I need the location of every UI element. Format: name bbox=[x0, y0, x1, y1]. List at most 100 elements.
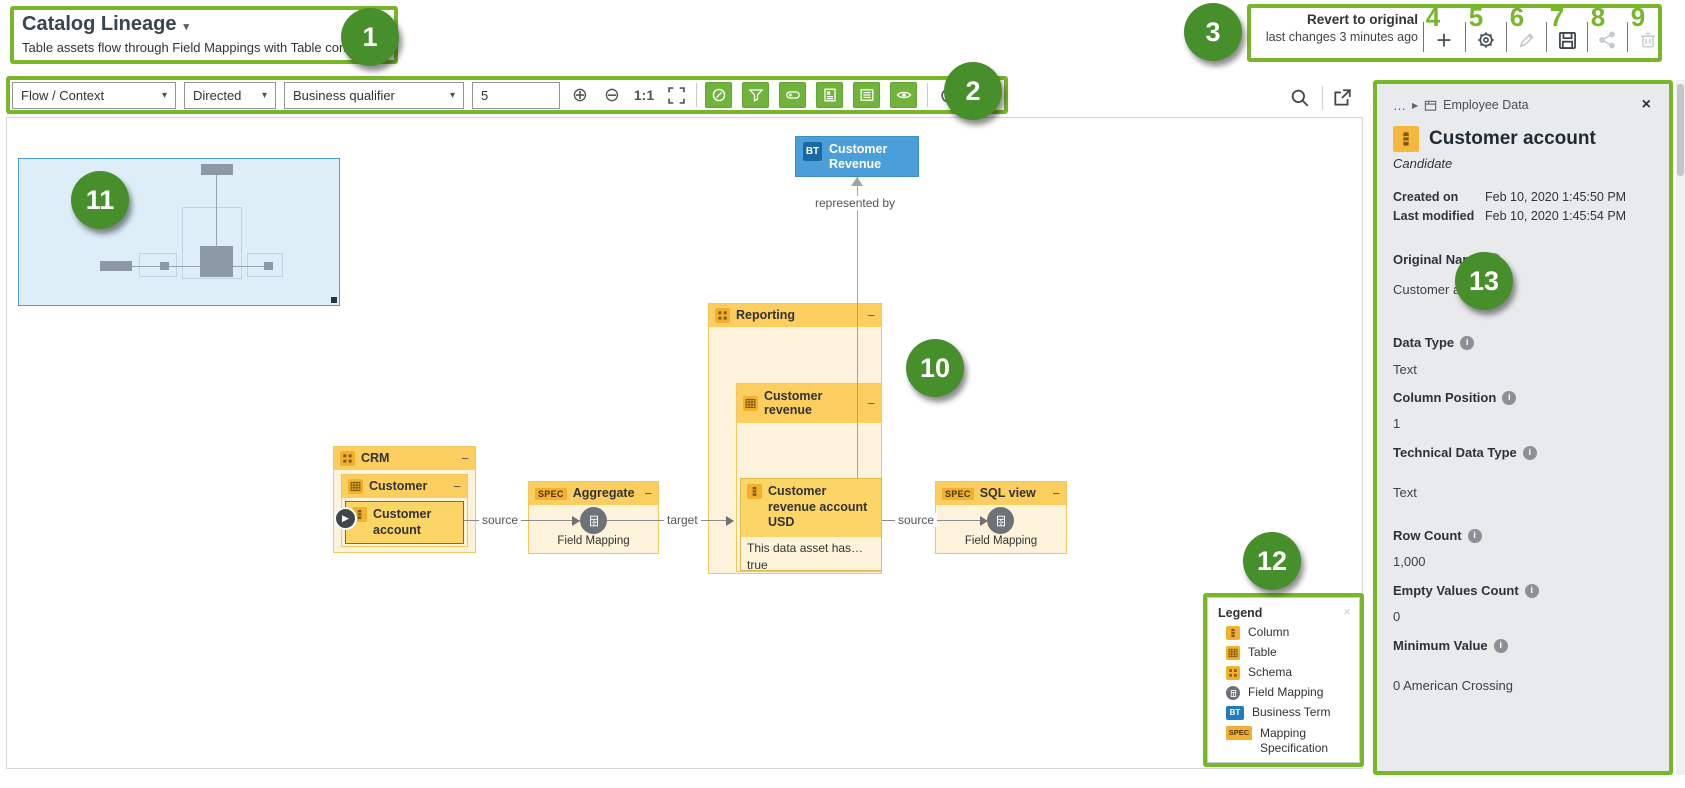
delete-button[interactable] bbox=[1634, 26, 1662, 54]
field-label-minimum-value: Minimum Value i bbox=[1393, 638, 1508, 653]
callout-badge-13: 13 bbox=[1455, 252, 1513, 310]
zoom-in-button[interactable]: ⊕ bbox=[568, 82, 592, 108]
zoom-reset-button[interactable]: 1:1 bbox=[632, 82, 656, 108]
collapse-button[interactable]: − bbox=[867, 396, 875, 411]
node-column-customer-account[interactable]: Customer account bbox=[345, 501, 464, 544]
chevron-down-icon[interactable]: ▾ bbox=[183, 21, 190, 33]
revert-title: Revert to original bbox=[1306, 12, 1418, 27]
edge-labels-toggle-button[interactable] bbox=[779, 82, 806, 108]
panel-scrollbar[interactable] bbox=[1676, 80, 1685, 775]
info-icon[interactable]: i bbox=[1493, 638, 1508, 653]
legend-item-schema: Schema bbox=[1226, 666, 1349, 680]
gauge-toggle-button[interactable] bbox=[705, 82, 732, 108]
legend-item-column: Column bbox=[1226, 626, 1349, 640]
meta-value: Feb 10, 2020 1:45:50 PM bbox=[1485, 190, 1627, 204]
ellipsis-icon[interactable]: … bbox=[1393, 97, 1406, 113]
depth-input[interactable] bbox=[472, 81, 560, 109]
spec-header-aggregate[interactable]: SPEC Aggregate − bbox=[529, 482, 658, 505]
legend-item-mapping-specification: SPEC Mapping Specification bbox=[1226, 726, 1349, 756]
domain-icon bbox=[1424, 99, 1437, 112]
field-value-row-count: 1,000 bbox=[1393, 554, 1426, 569]
schema-header-reporting[interactable]: Reporting − bbox=[709, 304, 881, 327]
search-button[interactable] bbox=[1288, 85, 1312, 111]
minimap-resize-handle[interactable] bbox=[331, 297, 337, 303]
add-button[interactable]: + bbox=[1430, 26, 1458, 54]
business-term-icon: BT bbox=[1226, 706, 1244, 720]
collapse-button[interactable]: − bbox=[453, 479, 461, 494]
page-title: Catalog Lineage bbox=[22, 13, 177, 35]
filter-toggle-button[interactable] bbox=[742, 82, 769, 108]
tag-icon bbox=[785, 91, 800, 99]
list-toggle-button[interactable] bbox=[853, 82, 880, 108]
chevron-down-icon: ▾ bbox=[261, 89, 267, 101]
visibility-toggle-button[interactable] bbox=[890, 82, 917, 108]
schema-header-crm[interactable]: CRM − bbox=[334, 447, 475, 470]
edge-label-source: source bbox=[479, 513, 522, 527]
view-mode-select[interactable]: Flow / Context ▾ bbox=[12, 81, 176, 109]
column-icon bbox=[1393, 126, 1419, 152]
minimap-outline bbox=[182, 207, 242, 279]
minimap-edge bbox=[216, 174, 217, 248]
table-header-customer[interactable]: Customer − bbox=[342, 475, 467, 498]
field-label-text: Column Position bbox=[1393, 390, 1497, 405]
minimap-node bbox=[160, 262, 169, 270]
info-icon[interactable]: i bbox=[1502, 390, 1517, 405]
settings-button[interactable] bbox=[1472, 26, 1500, 54]
minimap-node bbox=[100, 261, 132, 271]
meta-value: Feb 10, 2020 1:45:54 PM bbox=[1485, 209, 1627, 223]
legend-label: Business Term bbox=[1252, 705, 1331, 720]
collapse-button[interactable]: − bbox=[867, 308, 875, 323]
close-icon[interactable]: × bbox=[1343, 604, 1351, 619]
attribute-line: This data asset has… bbox=[747, 541, 864, 555]
fullscreen-icon bbox=[667, 86, 685, 104]
qualifier-select[interactable]: Business qualifier ▾ bbox=[284, 81, 464, 109]
field-value-data-type: Text bbox=[1393, 362, 1417, 377]
node-column-customer-revenue-account-usd[interactable]: Customer revenue account USD This data a… bbox=[740, 478, 882, 572]
expand-lineage-play-button[interactable]: ▶ bbox=[334, 507, 357, 530]
collapse-button[interactable]: − bbox=[644, 486, 652, 501]
scrollbar-thumb[interactable] bbox=[1677, 84, 1684, 176]
revert-block[interactable]: Revert to original last changes 3 minute… bbox=[1250, 12, 1418, 44]
meta-row-created: Created on Feb 10, 2020 1:45:50 PM bbox=[1393, 190, 1626, 204]
action-divider bbox=[1546, 22, 1547, 52]
field-mapping-icon bbox=[589, 515, 598, 526]
info-icon[interactable]: i bbox=[1467, 528, 1482, 543]
callout-number-7: 7 bbox=[1549, 2, 1565, 32]
fit-to-screen-button[interactable] bbox=[664, 82, 688, 108]
callout-number-8: 8 bbox=[1590, 2, 1606, 32]
column-header[interactable]: Customer revenue account USD bbox=[741, 479, 881, 537]
open-in-new-button[interactable] bbox=[1330, 85, 1354, 111]
table-header-customer-revenue[interactable]: Customer revenue − bbox=[737, 384, 881, 423]
breadcrumb[interactable]: … ▶ Employee Data × bbox=[1393, 96, 1651, 114]
field-mapping-icon bbox=[996, 515, 1005, 526]
meta-label: Created on bbox=[1393, 190, 1459, 204]
minimap-node bbox=[201, 164, 233, 175]
zoom-out-button[interactable]: ⊖ bbox=[600, 82, 624, 108]
edit-button[interactable] bbox=[1513, 26, 1541, 54]
legend-item-business-term: BT Business Term bbox=[1226, 706, 1349, 720]
node-business-term-customer-revenue[interactable]: BT Customer Revenue bbox=[795, 136, 919, 177]
view-mode-value: Flow / Context bbox=[21, 87, 105, 103]
details-toggle-button[interactable] bbox=[816, 82, 843, 108]
close-icon[interactable]: × bbox=[1641, 96, 1651, 113]
arrow-up-icon bbox=[851, 177, 863, 186]
minimap[interactable] bbox=[18, 158, 340, 306]
info-icon[interactable]: i bbox=[1460, 335, 1475, 350]
save-button[interactable] bbox=[1553, 26, 1581, 54]
breadcrumb-domain[interactable]: Employee Data bbox=[1443, 98, 1529, 112]
direction-select[interactable]: Directed ▾ bbox=[184, 81, 276, 109]
gauge-icon bbox=[712, 88, 725, 102]
minimap-node bbox=[200, 246, 233, 277]
edge-source-1 bbox=[464, 520, 580, 521]
info-icon[interactable]: i bbox=[1524, 583, 1539, 598]
info-icon[interactable]: i bbox=[1522, 445, 1537, 460]
field-mapping-node[interactable] bbox=[580, 507, 607, 534]
field-mapping-node[interactable] bbox=[987, 507, 1014, 534]
spec-header-sql-view[interactable]: SPEC SQL view − bbox=[936, 482, 1066, 505]
collapse-button[interactable]: − bbox=[1052, 486, 1060, 501]
field-value-column-position: 1 bbox=[1393, 416, 1401, 431]
share-button[interactable] bbox=[1593, 26, 1621, 54]
field-label-text: Original Name bbox=[1393, 252, 1482, 267]
collapse-button[interactable]: − bbox=[461, 451, 469, 466]
asset-title: Customer account bbox=[1429, 128, 1596, 149]
